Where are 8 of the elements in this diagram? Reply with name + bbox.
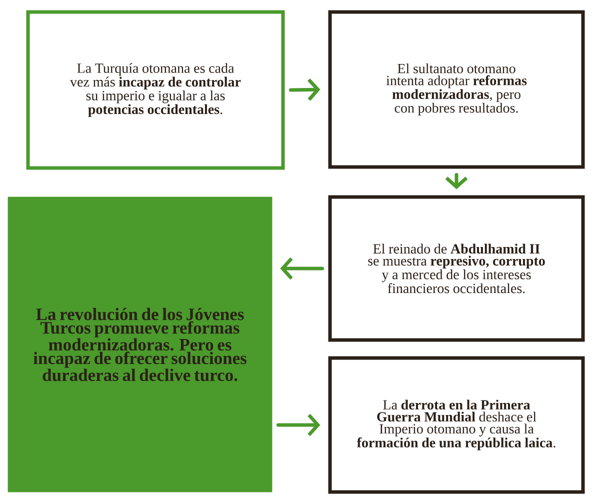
text-box: El sultanato otomano intenta adoptar reformas modernizadoras, pero con pobres resultados. xyxy=(328,10,585,169)
arrow xyxy=(280,257,324,280)
arrow xyxy=(289,78,320,101)
text-box: La Turquía otomana es cada vez más incapaz de controlar su imperio e igualar a las potencias occidentales. xyxy=(26,10,285,170)
highlight-box: La revolución de los Jóvenes Turcos promueve reformas modernizadoras. Pero es incapaz de ofrecer soluciones duraderas al declive turco. xyxy=(8,196,272,492)
arrow xyxy=(276,414,320,436)
text-box: La derrota en la Primera Guerra Mundial deshace el Imperio otomano y causa la formación de una república laica. xyxy=(328,356,585,494)
text-box: El reinado de Abdulhamid II se muestra represivo, corrupto y a merced de los intereses financieros occidentales. xyxy=(328,195,585,342)
